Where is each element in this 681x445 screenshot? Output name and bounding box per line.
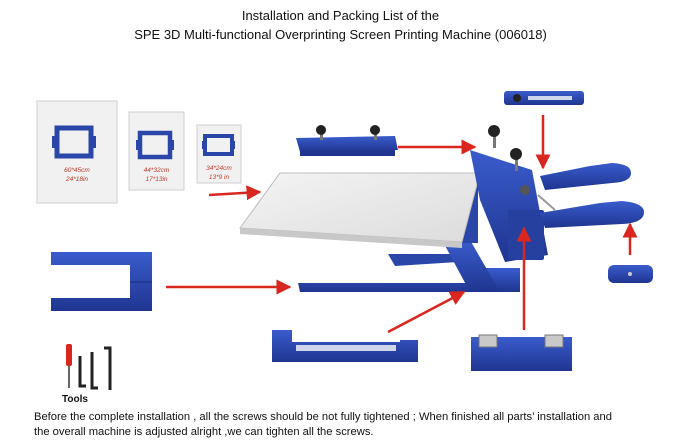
base-frame-part [51,252,152,311]
hinge-plate-part [471,334,572,371]
installation-note-line-2: the overall machine is adjusted alright … [34,426,374,438]
assembly-arrows [166,115,638,334]
tools-icons [66,344,112,390]
screen-size-medium: 44*32cm 17*13in [129,166,184,184]
screen-frame-large [36,100,118,204]
screen-size-small: 34*24cm 13*9 in [197,164,241,182]
installation-note: Before the complete installation , all t… [34,410,674,440]
slide-rail-part [272,330,418,362]
screen-size-large-in: 24*18in [65,176,89,183]
screen-size-medium-in: 17*13in [145,176,168,183]
screen-size-medium-cm: 44*32cm [143,167,170,174]
screen-frame-medium [128,111,185,191]
screen-frame-small [196,124,242,184]
screen-size-large: 60*45cm 24*18in [37,166,117,184]
title-line-1: Installation and Packing List of the [241,8,440,23]
title-line-2: SPE 3D Multi-functional Overprinting Scr… [134,27,547,42]
installation-note-line-1: Before the complete installation , all t… [34,411,612,423]
registration-bar-part [504,91,584,105]
screen-clamp-part [296,125,398,156]
round-foot-part [608,265,653,283]
tools-label: Tools [62,394,88,405]
screen-size-small-in: 13*9 in [208,174,230,181]
printing-machine [239,125,645,292]
screen-size-large-cm: 60*45cm [64,167,90,174]
screen-size-small-cm: 34*24cm [206,165,232,172]
